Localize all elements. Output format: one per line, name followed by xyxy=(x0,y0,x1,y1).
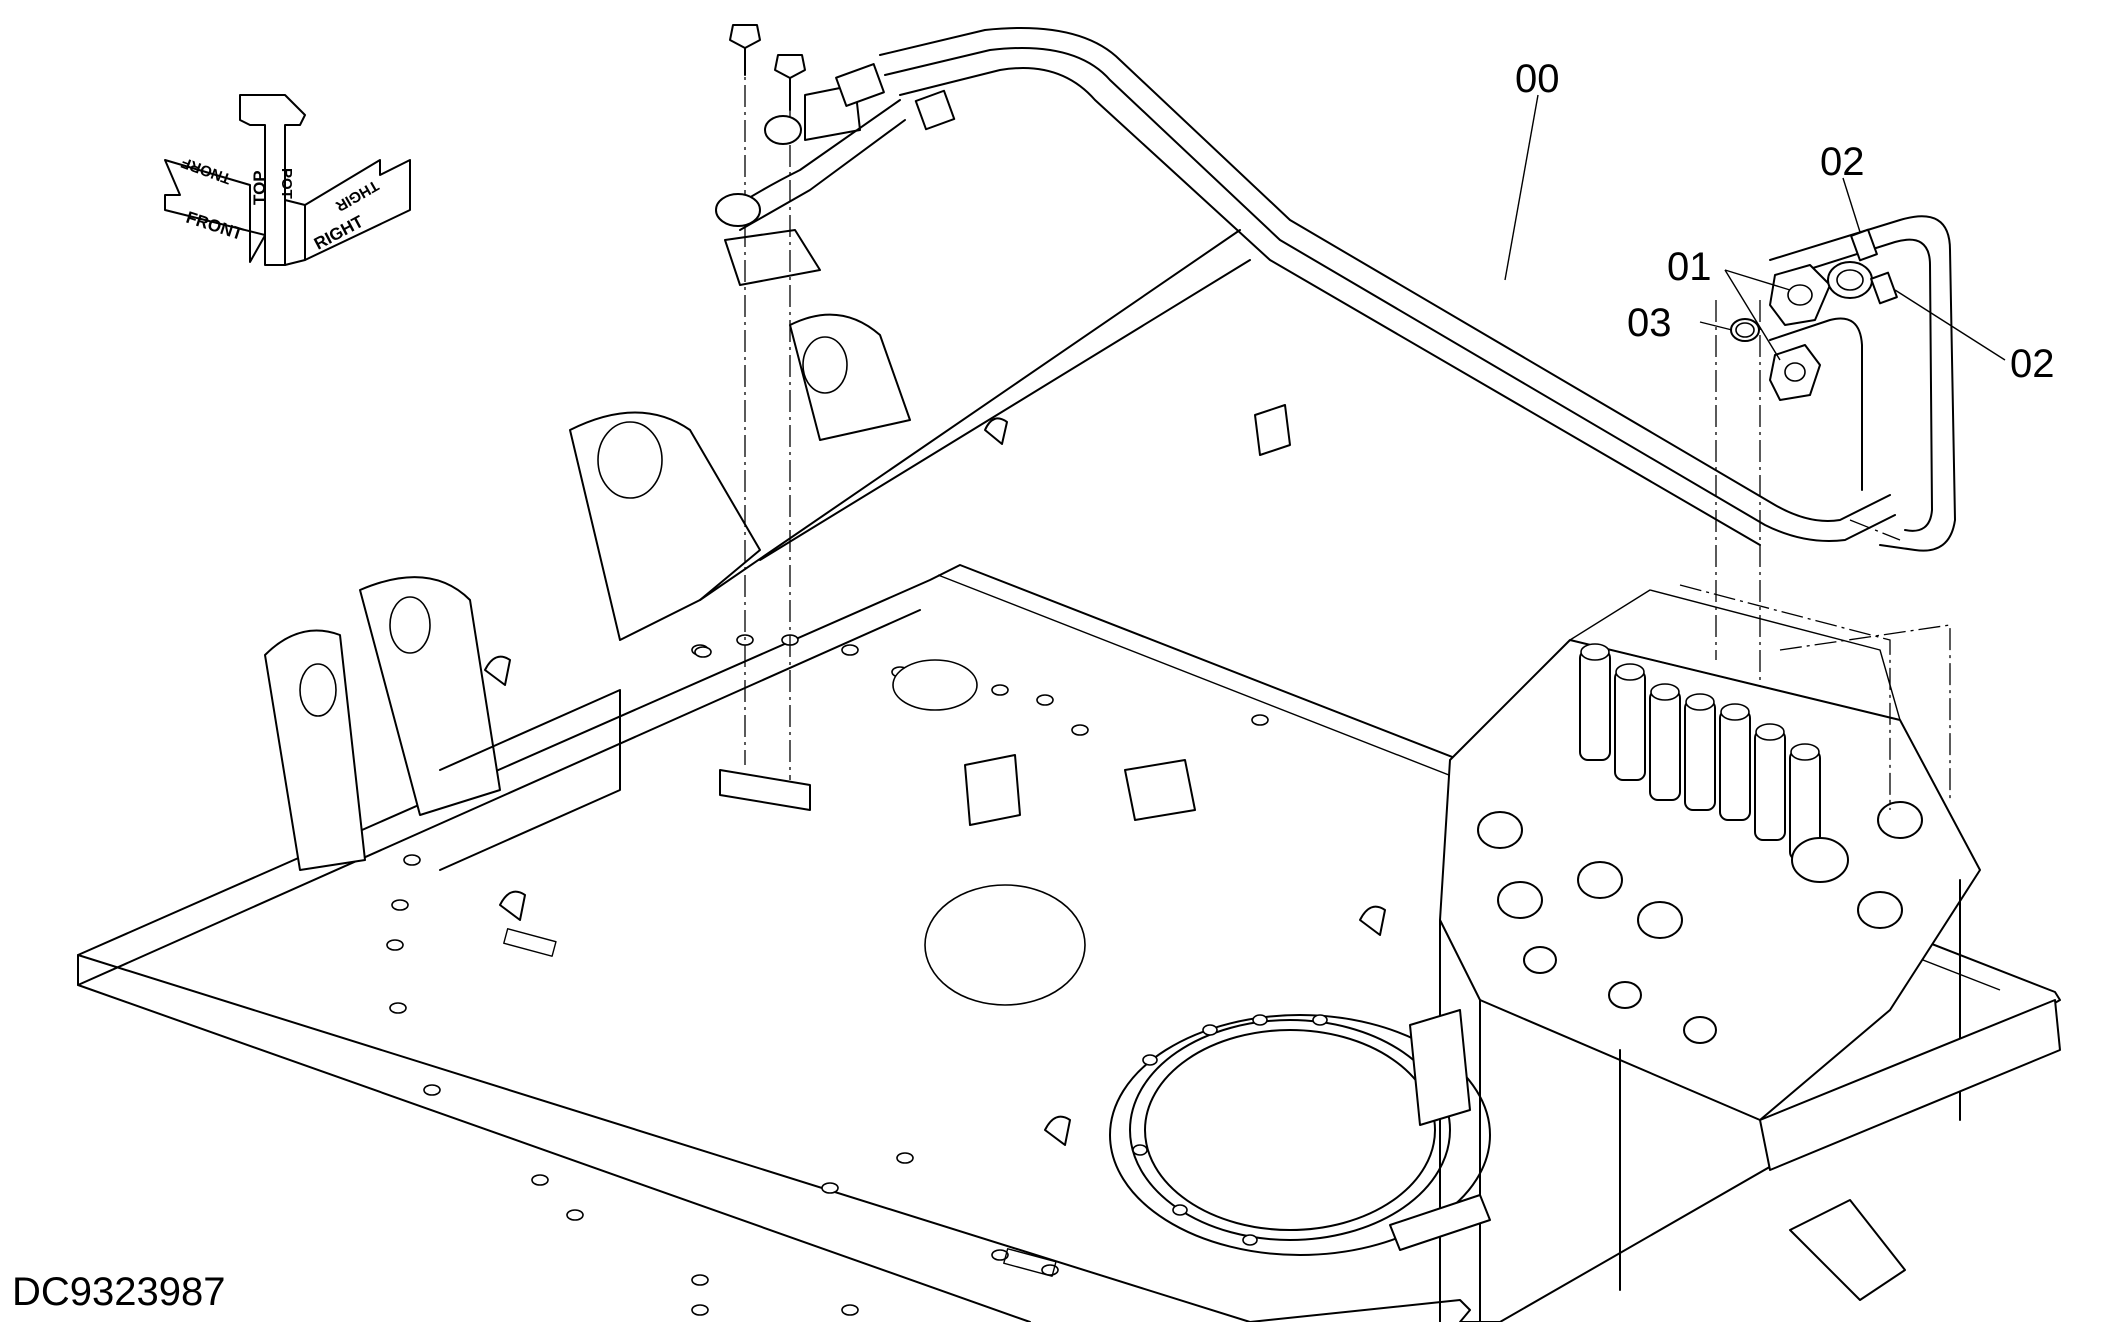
control-valve-assembly xyxy=(1389,519,2061,1322)
swing-bearing-ring xyxy=(1109,1014,1491,1256)
bolt-parts xyxy=(729,24,806,111)
top-label: TOP xyxy=(250,170,269,205)
valve-spool-caps xyxy=(1579,643,1821,861)
bolt-leader-lines xyxy=(744,50,1761,780)
callout-02-lower: 02 xyxy=(2010,342,2055,386)
plate-opening-center xyxy=(924,884,1086,1006)
flange-bolt-02-lower xyxy=(1870,271,1898,305)
callout-leader-01a xyxy=(1724,269,1791,291)
callout-03: 03 xyxy=(1627,301,1672,345)
orientation-indicator: FRONT TOP RIGHT TNORF POT THGIR xyxy=(164,94,411,266)
pipe-assembly-00 xyxy=(715,27,1956,552)
valve-port-bosses xyxy=(1477,801,1923,1044)
callout-leader-02b xyxy=(1894,289,2006,361)
flange-bolt-02-upper xyxy=(1850,228,1878,262)
flange-fittings xyxy=(1730,228,1898,401)
svg-text:POT: POT xyxy=(278,168,295,199)
plate-holes xyxy=(386,634,1269,1316)
callout-leader-00 xyxy=(1504,94,1539,281)
mounting-pads xyxy=(719,84,1291,826)
callout-00: 00 xyxy=(1515,57,1560,101)
callout-02-upper: 02 xyxy=(1820,140,1865,184)
boom-foot-bracket xyxy=(264,229,1251,871)
hose-clips xyxy=(484,417,1386,1146)
callout-leader-02a xyxy=(1842,177,1861,233)
callout-01: 01 xyxy=(1667,245,1712,289)
callout-leader-01b xyxy=(1724,269,1781,361)
plate-opening-upper xyxy=(892,659,978,711)
callout-leader-03 xyxy=(1699,321,1733,331)
callouts: 00 02 01 03 02 xyxy=(1504,57,2055,386)
drawing-code: DC9323987 xyxy=(12,1270,226,1314)
